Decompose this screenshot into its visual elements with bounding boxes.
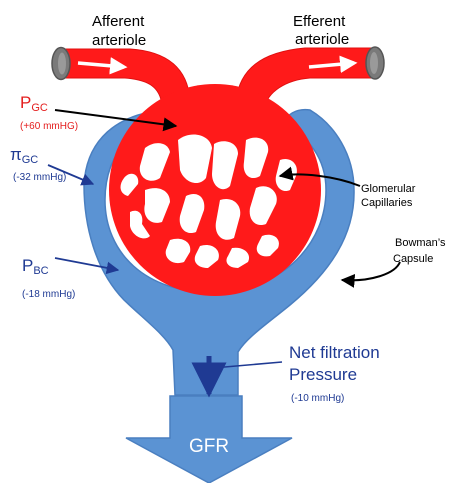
glomerular-capillaries bbox=[109, 84, 321, 296]
pgc-value: (+60 mmHG) bbox=[20, 121, 78, 132]
pigc-value: (-32 mmHg) bbox=[13, 172, 66, 183]
pgc-label: PGC bbox=[20, 93, 48, 114]
pigc-pointer bbox=[47, 164, 95, 186]
nfp-label-line2: Pressure bbox=[289, 365, 357, 384]
gfr-label: GFR bbox=[189, 436, 229, 457]
glomerular-pointer bbox=[278, 166, 361, 187]
pbc-pointer bbox=[54, 257, 120, 275]
afferent-label-line2: arteriole bbox=[92, 32, 146, 49]
pigc-label: πGC bbox=[10, 145, 38, 166]
nfp-label-line1: Net filtration bbox=[289, 343, 380, 362]
efferent-flow-arrow bbox=[308, 55, 358, 73]
pbc-value: (-18 mmHg) bbox=[22, 289, 75, 300]
bowman-label-line1: Bowman’s bbox=[395, 237, 446, 249]
glomerular-label-line2: Capillaries bbox=[361, 197, 413, 209]
efferent-label-line1: Efferent bbox=[293, 13, 346, 30]
bowmans-capsule bbox=[83, 108, 355, 483]
bowman-pointer bbox=[340, 261, 401, 288]
gfr-arrow bbox=[125, 395, 293, 483]
pgc-pointer bbox=[54, 109, 178, 132]
efferent-label-line2: arteriole bbox=[295, 31, 349, 48]
nfp-value: (-10 mmHg) bbox=[291, 393, 344, 404]
pbc-label: PBC bbox=[22, 256, 49, 277]
afferent-flow-arrow bbox=[77, 57, 128, 75]
afferent-label-line1: Afferent bbox=[92, 13, 145, 30]
glomerular-label-line1: Glomerular bbox=[361, 183, 416, 195]
bowman-label-line2: Capsule bbox=[393, 253, 433, 265]
